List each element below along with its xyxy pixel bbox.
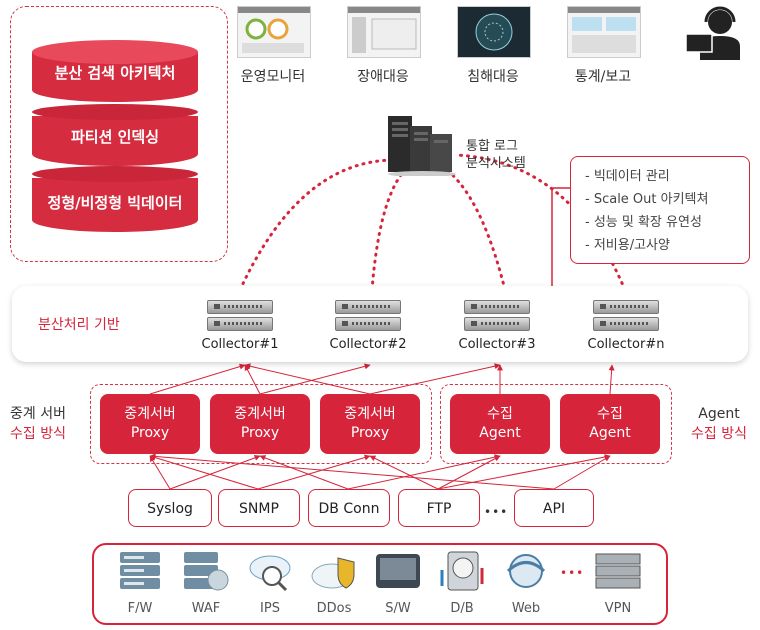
relay-method-label: 중계 서버 수집 방식 — [10, 404, 66, 444]
protocol-db-conn: DB Conn — [308, 489, 390, 527]
storage-layer-1: 분산 검색 아키텍처 — [32, 40, 198, 102]
feature-item: - Scale Out 아키텍쳐 — [585, 192, 709, 207]
features-note: - 빅데이터 관리 - Scale Out 아키텍쳐 - 성능 및 확장 유연성… — [570, 156, 750, 264]
vpn-server-icon — [595, 553, 641, 589]
server-stack-icon — [120, 552, 160, 589]
device-ips: IPS — [240, 550, 300, 616]
device-label: S/W — [385, 601, 411, 616]
upper-arrows — [149, 363, 615, 395]
device-label: Web — [511, 601, 541, 616]
agent-title: 수집 — [597, 406, 623, 422]
log-system-line1: 통합 로그 — [466, 139, 518, 154]
agent-subtitle: Agent — [479, 425, 521, 441]
agent-method-label: Agent 수집 방식 — [684, 404, 754, 444]
cloud-shield-icon — [311, 557, 355, 589]
proxy-title: 중계서버 — [124, 406, 176, 422]
proxy-subtitle: Proxy — [350, 425, 390, 441]
hard-disk-icon — [440, 551, 484, 591]
proxy-box: 중계서버 Proxy — [100, 394, 200, 454]
proxy-title: 중계서버 — [234, 406, 286, 422]
collector-server-icon — [207, 300, 273, 331]
collector-label: Collector#2 — [329, 337, 407, 352]
storage-layer-2: 파티션 인덱싱 — [32, 104, 198, 166]
incident-screenshot — [347, 6, 421, 58]
agent-subtitle: Agent — [589, 425, 631, 441]
console-label: 침해대응 — [467, 69, 519, 85]
device-label: IPS — [260, 601, 280, 616]
monitor-screenshot — [237, 6, 311, 58]
lower-arrows — [149, 453, 611, 490]
collector-server-icon — [464, 300, 530, 331]
proxy-subtitle: Proxy — [130, 425, 170, 441]
relay-group — [90, 384, 432, 464]
feature-item: - 저비용/고사양 — [585, 238, 670, 253]
device-label: D/B — [450, 601, 474, 616]
agent-group — [440, 384, 672, 464]
device-web: Web — [496, 550, 556, 616]
proxy-title: 중계서버 — [344, 406, 396, 422]
console-label: 장애대응 — [357, 69, 409, 85]
devices-panel — [92, 543, 668, 625]
collector-server-icon — [335, 300, 401, 331]
proxy-subtitle: Proxy — [240, 425, 280, 441]
protocol-ellipsis: ••• — [484, 505, 509, 519]
console-label: 통계/보고 — [574, 69, 632, 85]
globe-icon — [506, 554, 546, 588]
storage-layer-3: 정형/비정형 빅데이터 — [32, 166, 198, 232]
storage-layer-label: 파티션 인덱싱 — [70, 128, 160, 146]
collector: Collector#n — [576, 300, 676, 352]
protocol-snmp: SNMP — [218, 489, 300, 527]
protocol-syslog: Syslog — [128, 489, 212, 527]
device-waf: WAF — [176, 550, 236, 616]
agent-box: 수집 Agent — [560, 394, 660, 454]
collector: Collector#2 — [318, 300, 418, 352]
agent-title: 수집 — [487, 406, 513, 422]
intrusion-screenshot — [457, 6, 531, 58]
log-system-line2: 분석시스템 — [466, 156, 526, 171]
platform-label: 분산처리 기반 — [38, 317, 120, 333]
protocol-api: API — [514, 489, 594, 527]
agent-label-line1: Agent — [698, 406, 740, 422]
agent-box: 수집 Agent — [450, 394, 550, 454]
agent-label-line2: 수집 방식 — [691, 426, 747, 442]
device-vpn: VPN — [588, 550, 648, 616]
collector: Collector#3 — [447, 300, 547, 352]
device-label: F/W — [127, 601, 153, 616]
collector-server-icon — [593, 300, 659, 331]
storage-layer-label: 정형/비정형 빅데이터 — [47, 194, 183, 212]
relay-label-line1: 중계 서버 — [10, 406, 66, 422]
device-label: WAF — [191, 601, 221, 616]
device-ddos: DDos — [304, 550, 364, 616]
server-globe-icon — [184, 552, 229, 591]
collector-label: Collector#3 — [458, 337, 536, 352]
report-screenshot — [567, 6, 641, 58]
device-db: D/B — [432, 550, 492, 616]
storage-panel — [10, 6, 228, 262]
device-ellipsis: ••• — [560, 566, 585, 580]
device-label: DDos — [316, 601, 352, 616]
storage-layer-label: 분산 검색 아키텍처 — [54, 64, 176, 82]
collector: Collector#1 — [190, 300, 290, 352]
operator-icon — [685, 6, 740, 60]
device-label: VPN — [604, 601, 632, 616]
feature-item: - 빅데이터 관리 — [585, 169, 670, 184]
proxy-box: 중계서버 Proxy — [210, 394, 310, 454]
server-cluster-icon — [388, 116, 456, 176]
device-fw: F/W — [110, 550, 170, 616]
switch-icon — [376, 554, 420, 588]
feature-item: - 성능 및 확장 유연성 — [585, 215, 702, 230]
protocol-ftp: FTP — [398, 489, 480, 527]
collector-label: Collector#n — [587, 337, 665, 352]
cloud-search-icon — [249, 555, 291, 592]
proxy-box: 중계서버 Proxy — [320, 394, 420, 454]
relay-label-line2: 수집 방식 — [10, 426, 66, 442]
device-sw: S/W — [368, 550, 428, 616]
console-label: 운영모니터 — [240, 69, 306, 85]
collector-label: Collector#1 — [201, 337, 279, 352]
log-system-title: 통합 로그 분석시스템 — [466, 138, 526, 172]
